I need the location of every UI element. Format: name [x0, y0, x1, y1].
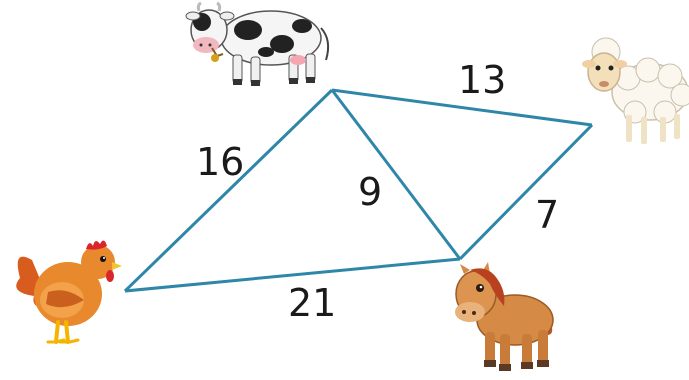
weight-label-cow-sheep: 13: [458, 58, 506, 102]
edge-chicken-horse: [124, 257, 461, 293]
edge-cow-horse: [330, 89, 462, 260]
edges-group: [123, 88, 594, 293]
weight-label-sheep-horse: 7: [535, 193, 559, 237]
weight-label-cow-horse: 9: [358, 170, 382, 214]
horse-icon: [455, 262, 554, 371]
cow-icon: [185, 1, 330, 86]
edge-cow-sheep: [331, 88, 593, 127]
weight-label-chicken-cow: 16: [196, 140, 244, 184]
chicken-icon: [16, 240, 122, 344]
sheep-icon: [582, 37, 689, 144]
weight-label-chicken-horse: 21: [288, 281, 336, 325]
edge-chicken-cow: [123, 88, 334, 293]
edge-sheep-horse: [458, 123, 594, 261]
